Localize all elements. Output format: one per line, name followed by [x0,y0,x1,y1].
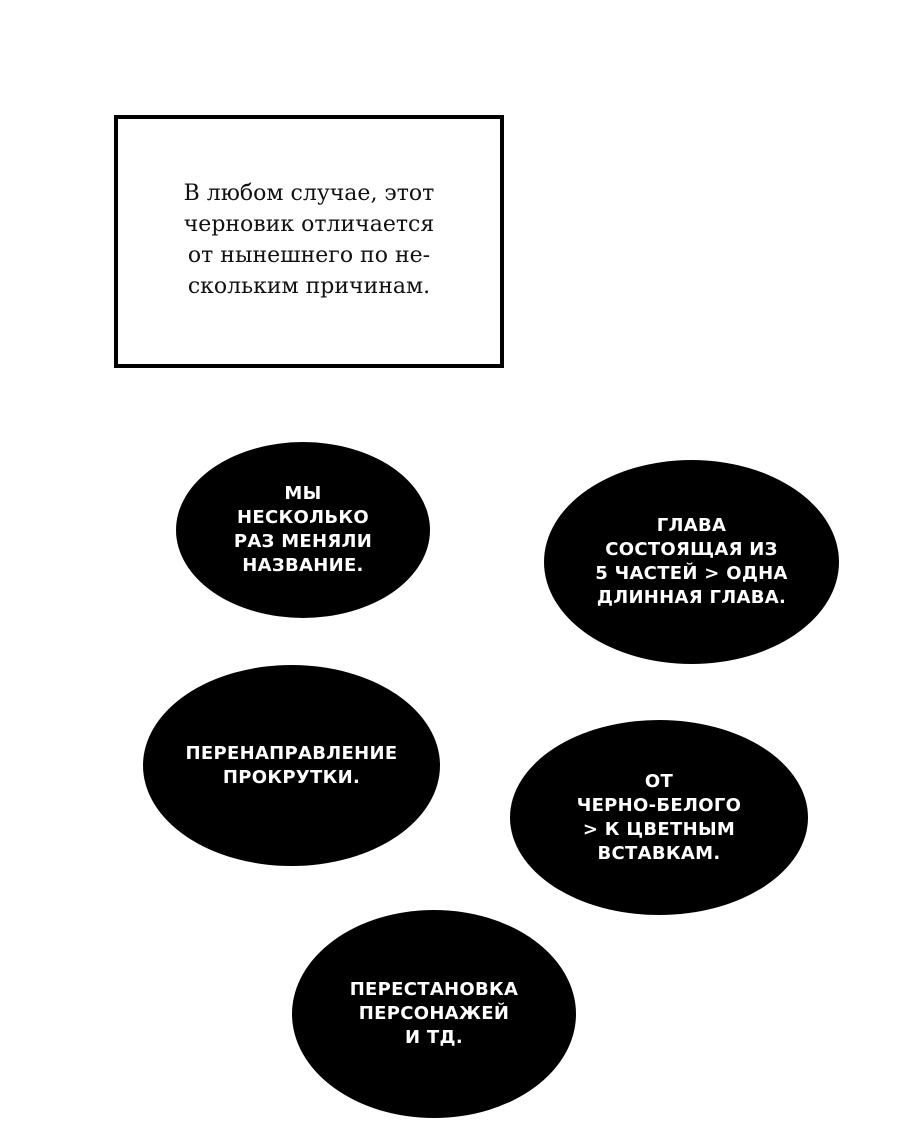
bubble-line: 5 ЧАСТЕЙ > ОДНА [595,563,788,584]
speech-bubble-title-change: МЫ НЕСКОЛЬКО РАЗ МЕНЯЛИ НАЗВАНИЕ. [176,442,430,618]
bubble-line: ВСТАВКАМ. [597,842,721,864]
bubble-text: ГЛАВА СОСТОЯЩАЯ ИЗ 5 ЧАСТЕЙ > ОДНА ДЛИНН… [595,514,788,610]
speech-bubble-character-swap: ПЕРЕСТАНОВКА ПЕРСОНАЖЕЙ И ТД. [292,910,576,1118]
bubble-line: ГЛАВА [656,515,727,536]
bubble-text: ПЕРЕСТАНОВКА ПЕРСОНАЖЕЙ И ТД. [350,978,519,1050]
bubble-line: ПЕРСОНАЖЕЙ [358,1003,510,1024]
bubble-line: ПЕРЕСТАНОВКА [349,979,519,1000]
bubble-line: > К ЦВЕТНЫМ [582,818,736,840]
bubble-line: МЫ [284,483,322,504]
narration-line: В любом случае, этот [183,180,435,206]
bubble-line: ДЛИННАЯ ГЛАВА. [596,587,787,608]
speech-bubble-scroll-redirect: ПЕРЕНАПРАВЛЕНИЕ ПРОКРУТКИ. [143,665,440,866]
narration-text: В любом случае, этот черновик отличается… [184,178,435,302]
bubble-line: СОСТОЯЩАЯ ИЗ [605,539,778,560]
bubble-text: ПЕРЕНАПРАВЛЕНИЕ ПРОКРУТКИ. [186,742,398,790]
bubble-line: РАЗ МЕНЯЛИ [233,531,373,552]
bubble-line: И ТД. [405,1027,463,1048]
narration-box: В любом случае, этот черновик отличается… [114,115,504,368]
speech-bubble-chapter-parts: ГЛАВА СОСТОЯЩАЯ ИЗ 5 ЧАСТЕЙ > ОДНА ДЛИНН… [544,460,839,664]
bubble-text: ОТ ЧЕРНО-БЕЛОГО > К ЦВЕТНЫМ ВСТАВКАМ. [577,770,742,866]
speech-bubble-color-inserts: ОТ ЧЕРНО-БЕЛОГО > К ЦВЕТНЫМ ВСТАВКАМ. [510,720,808,915]
narration-line: от нынешнего по не- [187,242,431,268]
bubble-line: ЧЕРНО-БЕЛОГО [576,794,742,816]
narration-line: черновик отличается [183,211,435,237]
bubble-line: ПРОКРУТКИ. [222,766,361,788]
bubble-line: ОТ [644,770,674,792]
bubble-text: МЫ НЕСКОЛЬКО РАЗ МЕНЯЛИ НАЗВАНИЕ. [234,482,372,578]
narration-line: скольким причинам. [187,273,431,299]
bubble-line: НЕСКОЛЬКО [237,507,369,528]
bubble-line: НАЗВАНИЕ. [242,555,364,576]
bubble-line: ПЕРЕНАПРАВЛЕНИЕ [185,742,398,764]
